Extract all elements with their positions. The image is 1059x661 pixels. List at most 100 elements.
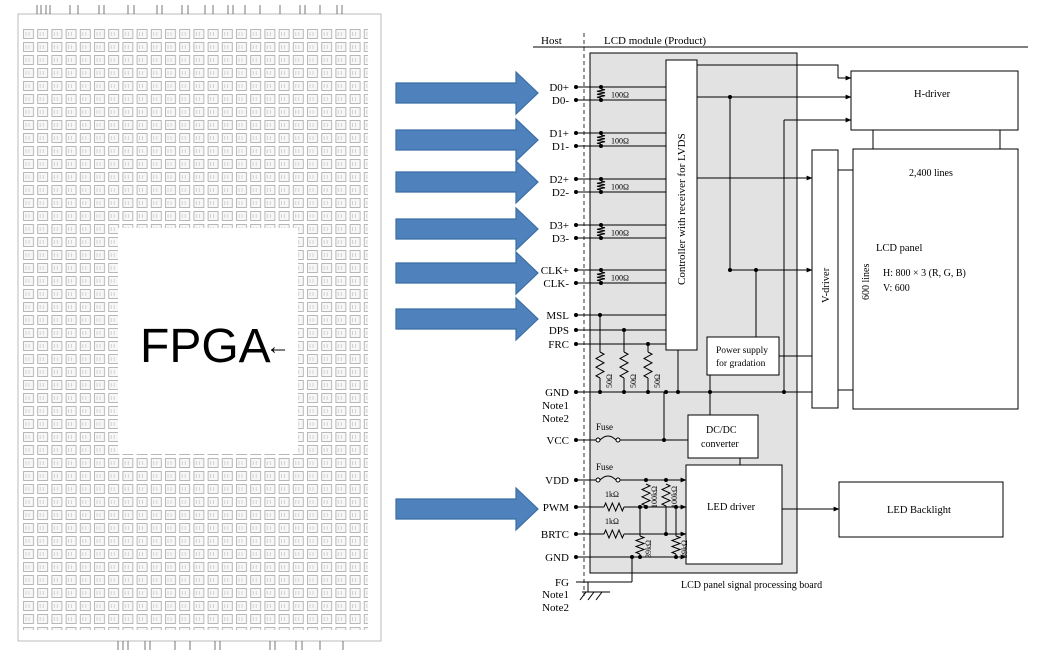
junction-dot [638,555,642,559]
pin-label: FRC [548,339,569,351]
pin-label: D3+ [549,220,569,232]
resistor-zigzag-icon [660,483,672,507]
resistor-zigzag-icon [596,180,606,191]
pin-label: D2- [552,187,569,199]
module-label: LCD module (Product) [604,35,706,47]
resistor-zigzag-icon [640,483,652,507]
resistor-value: 1kΩ [605,490,619,499]
junction-dot [599,177,603,181]
resistor-zigzag-icon [596,134,606,145]
lcd-panel-block [852,148,1019,410]
resistor-zigzag-icon [670,535,682,555]
pin-label: D3- [552,233,569,245]
right-block-arrow-icon [395,250,539,296]
termination-value: 100Ω [611,229,629,238]
resistor-zigzag-icon [594,351,606,379]
pin-label: BRTC [541,529,569,541]
pin-label: Note2 [542,602,569,614]
fuse-icon [599,435,617,441]
pin-label: D2+ [549,174,569,186]
junction-dot [599,98,603,102]
lvds-controller-block [665,59,698,351]
host-label: Host [541,35,562,47]
panel-lines-top: 2,400 lines [909,168,953,179]
fpga-pointer-icon: ← [266,333,290,360]
chassis-ground-icon [595,591,603,601]
junction-dot [599,144,603,148]
dcdc-converter-block [687,414,759,459]
resistor-zigzag-icon [596,226,606,237]
pin-label: GND [545,552,569,564]
pin-label: CLK+ [541,265,569,277]
dcdc-label-1: DC/DC [706,425,737,436]
pin-label: CLK- [543,278,569,290]
resistor-zigzag-icon [603,501,625,513]
module-wiring: Fuse [576,64,1001,512]
right-block-arrow-icon [395,486,539,532]
junction-dot [674,555,678,559]
fuse-label: Fuse [596,422,613,432]
junction-dot [664,532,668,536]
led-backlight-label: LED Backlight [887,505,951,516]
resistor-zigzag-icon [596,271,606,282]
pulldown-value: 50Ω [605,374,614,388]
fpga-pin-ticks [36,5,344,650]
power-supply-block [706,336,780,376]
panel-lines-side: 600 lines [861,264,872,300]
junction-dot [728,268,732,272]
board-caption: LCD panel signal processing board [681,580,822,591]
dcdc-label-2: converter [701,439,739,450]
chassis-ground-icon [587,591,595,601]
junction-dot [599,190,603,194]
fuse-icon [615,437,621,443]
v-driver-label: V-driver [821,267,832,303]
junction-dot [599,236,603,240]
fpga-label: FPGA [140,320,271,373]
resistor-value: 1kΩ [605,517,619,526]
resistor-zigzag-icon [618,351,630,379]
resistor-zigzag-icon [596,88,606,99]
right-block-arrow-icon [395,117,539,163]
fuse-label: Fuse [596,462,613,472]
junction-dot [599,281,603,285]
pin-label: MSL [546,310,569,322]
resistor-zigzag-icon [634,535,646,555]
panel-h-res: H: 800 × 3 (R, G, B) [883,268,966,279]
junction-dot [638,505,642,509]
junction-dot [664,478,668,482]
junction-dot [630,555,634,559]
pulldown-value: 50Ω [653,374,662,388]
panel-title: LCD panel [876,243,922,254]
termination-value: 100Ω [611,183,629,192]
junction-dot [754,268,758,272]
junction-dot [728,95,732,99]
pin-label: VCC [546,435,569,447]
resistor-zigzag-icon [603,528,625,540]
right-block-arrow-icon [395,206,539,252]
pin-label: D1- [552,141,569,153]
pin-label: Note2 [542,413,569,425]
fuse-icon [595,477,601,483]
resistor-value: 100kΩ [650,486,659,508]
junction-dot [599,268,603,272]
pin-label: PWM [543,502,570,514]
junction-dot [644,478,648,482]
junction-dot [599,223,603,227]
pin-label: FG [555,577,569,589]
right-block-arrow-icon [395,296,539,342]
h-driver-label: H-driver [914,89,951,100]
fuse-icon [595,437,601,443]
resistor-value: 39kΩ [644,540,653,558]
pin-label: DPS [549,325,569,337]
pin-label: GND [545,387,569,399]
led-driver-block [685,464,783,565]
fpga-cell-array [22,28,368,630]
resistor-value: 100kΩ [670,486,679,508]
junction-dot [599,85,603,89]
right-block-arrow-icon [395,70,539,116]
